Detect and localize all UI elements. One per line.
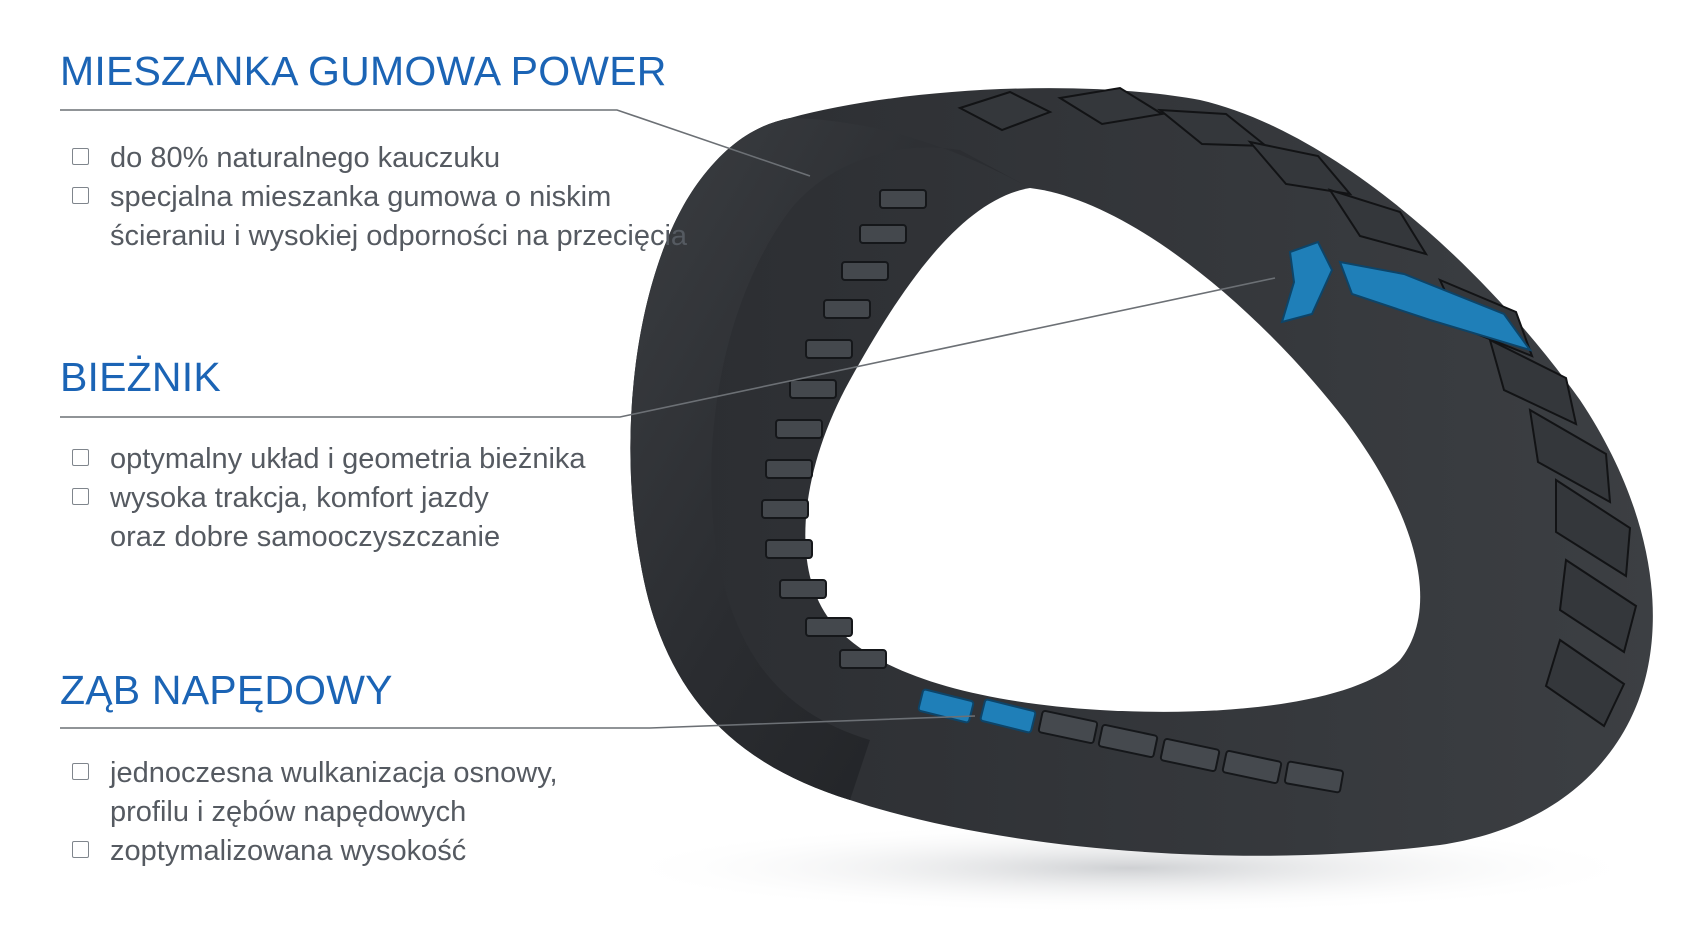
highlighted-tread-lugs	[1280, 240, 1533, 352]
bullet-text: jednoczesna wulkanizacja osnowy,	[110, 757, 558, 789]
bullet-list: do 80% naturalnego kauczuku specjalna mi…	[60, 139, 687, 256]
inner-drive-lugs	[761, 189, 927, 669]
bullet-item: specjalna mieszanka gumowa o niskim ście…	[60, 178, 687, 256]
leader-line-power	[60, 109, 811, 177]
bullet-item: jednoczesna wulkanizacja osnowy, profilu…	[60, 754, 558, 832]
inner-surface-left	[630, 118, 1030, 800]
bullet-text: do 80% naturalnego kauczuku	[110, 142, 501, 174]
bullet-text-continued: profilu i zębów napędowych	[110, 796, 467, 828]
leader-line-lug	[60, 715, 976, 729]
checkbox-icon	[72, 148, 89, 165]
bullet-item: optymalny układ i geometria bieżnika	[60, 440, 586, 479]
section-title: ZĄB NAPĘDOWY	[60, 667, 393, 713]
highlighted-drive-lugs	[917, 688, 1037, 734]
track-opening	[805, 188, 1421, 712]
checkbox-icon	[72, 449, 89, 466]
bullet-item: wysoka trakcja, komfort jazdy oraz dobre…	[60, 479, 586, 557]
leader-lines	[60, 109, 1276, 729]
bullet-list: optymalny układ i geometria bieżnika wys…	[60, 440, 586, 557]
section-tread: BIEŻNIK optymalny układ i geometria bież…	[60, 354, 586, 557]
bullet-item: zoptymalizowana wysokość	[60, 832, 558, 871]
section-title: BIEŻNIK	[60, 354, 221, 400]
bullet-text: wysoka trakcja, komfort jazdy	[110, 482, 489, 514]
leader-line-tread	[60, 277, 1276, 418]
bullet-text: zoptymalizowana wysokość	[110, 835, 467, 867]
section-drive-lug: ZĄB NAPĘDOWY jednoczesna wulkanizacja os…	[60, 667, 558, 871]
checkbox-icon	[72, 763, 89, 780]
bottom-drive-lugs	[1037, 709, 1345, 794]
bullet-item: do 80% naturalnego kauczuku	[60, 139, 687, 178]
section-title: MIESZANKA GUMOWA POWER	[60, 48, 667, 94]
bullet-text: specjalna mieszanka gumowa o niskim	[110, 181, 612, 213]
bullet-text-continued: ścieraniu i wysokiej odporności na przec…	[110, 220, 688, 252]
bullet-text: optymalny układ i geometria bieżnika	[110, 443, 586, 475]
checkbox-icon	[72, 488, 89, 505]
checkbox-icon	[72, 187, 89, 204]
bullet-text-continued: oraz dobre samooczyszczanie	[110, 521, 501, 553]
section-power-compound: MIESZANKA GUMOWA POWER do 80% naturalneg…	[60, 48, 687, 256]
bullet-list: jednoczesna wulkanizacja osnowy, profilu…	[60, 754, 558, 871]
checkbox-icon	[72, 841, 89, 858]
